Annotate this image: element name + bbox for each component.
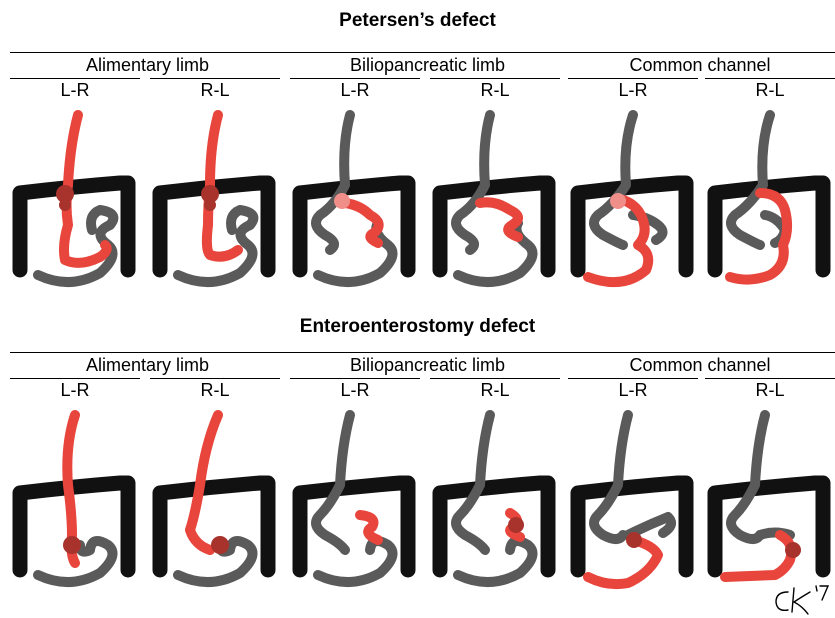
- panel-label-l-r: L-R: [290, 80, 420, 101]
- small-bowel: [318, 541, 393, 582]
- small-bowel: [731, 415, 765, 539]
- panel-petersen-alimentary-r-l: [150, 105, 280, 290]
- panel-rule: [705, 78, 835, 79]
- small-bowel: [594, 115, 633, 245]
- panel-entero-alimentary-r-l: [150, 405, 280, 590]
- panel-label-r-l: R-L: [705, 380, 835, 401]
- panel-rule: [10, 378, 140, 379]
- petersens-defect: [610, 193, 626, 209]
- panel-rule: [290, 78, 420, 79]
- section-title-petersens-defect: Petersen’s defect: [0, 10, 835, 32]
- panel-rule: [150, 378, 280, 379]
- panel-entero-common-channel-r-l: [705, 405, 835, 590]
- panel-label-r-l: R-L: [150, 80, 280, 101]
- panel-label-l-r: L-R: [290, 380, 420, 401]
- enteroenterostomy-defect: [785, 542, 801, 558]
- panel-rule: [290, 378, 420, 379]
- panel-rule: [430, 78, 560, 79]
- panel-rule: [150, 78, 280, 79]
- group-rule: [10, 52, 835, 53]
- panel-rule: [10, 78, 140, 79]
- panel-label-l-r: L-R: [10, 380, 140, 401]
- group-rule: [10, 352, 835, 353]
- panel-rule: [568, 378, 698, 379]
- enteroenterostomy-defect: [508, 517, 524, 533]
- section-title-enteroenterostomy-defect: Enteroenterostomy defect: [0, 316, 835, 338]
- panel-entero-biliopancreatic-r-l: [430, 405, 560, 590]
- panel-label-r-l: R-L: [705, 80, 835, 101]
- panel-label-r-l: R-L: [150, 380, 280, 401]
- panel-label-r-l: R-L: [430, 380, 560, 401]
- small-bowel: [458, 541, 533, 582]
- biliopancreatic-limb: [360, 515, 378, 540]
- enteroenterostomy-defect: [626, 532, 642, 548]
- panel-label-l-r: L-R: [568, 80, 698, 101]
- panel-petersen-biliopancreatic-r-l: [430, 105, 560, 290]
- panel-entero-common-channel-l-r: [568, 405, 698, 590]
- panel-petersen-biliopancreatic-l-r: [290, 105, 420, 290]
- defect-outline: [59, 199, 71, 211]
- petersens-defect: [334, 193, 350, 209]
- group-label-alimentary-limb: Alimentary limb: [10, 355, 285, 376]
- panel-petersen-common-channel-l-r: [568, 105, 698, 290]
- panel-rule: [568, 78, 698, 79]
- panel-label-l-r: L-R: [568, 380, 698, 401]
- panel-rule: [430, 378, 560, 379]
- small-bowel: [594, 415, 628, 539]
- group-label-biliopancreatic-limb: Biliopancreatic limb: [290, 55, 565, 76]
- enteroenterostomy-defect: [63, 536, 81, 554]
- group-label-common-channel: Common channel: [565, 355, 835, 376]
- biliopancreatic-limb: [345, 203, 379, 243]
- panel-entero-biliopancreatic-l-r: [290, 405, 420, 590]
- panel-petersen-alimentary-l-r: [10, 105, 140, 290]
- artist-signature: [770, 582, 832, 616]
- small-bowel: [178, 210, 253, 282]
- biliopancreatic-limb: [480, 202, 518, 237]
- panel-entero-alimentary-l-r: [10, 405, 140, 590]
- common-channel: [588, 540, 658, 584]
- panel-rule: [705, 378, 835, 379]
- enteroenterostomy-defect: [211, 536, 229, 554]
- group-label-common-channel: Common channel: [565, 55, 835, 76]
- panel-petersen-common-channel-r-l: [705, 105, 835, 290]
- group-label-alimentary-limb: Alimentary limb: [10, 55, 285, 76]
- panel-label-l-r: L-R: [10, 80, 140, 101]
- panel-label-r-l: R-L: [430, 80, 560, 101]
- group-label-biliopancreatic-limb: Biliopancreatic limb: [290, 355, 565, 376]
- defect-outline: [204, 199, 216, 211]
- small-bowel: [731, 115, 770, 245]
